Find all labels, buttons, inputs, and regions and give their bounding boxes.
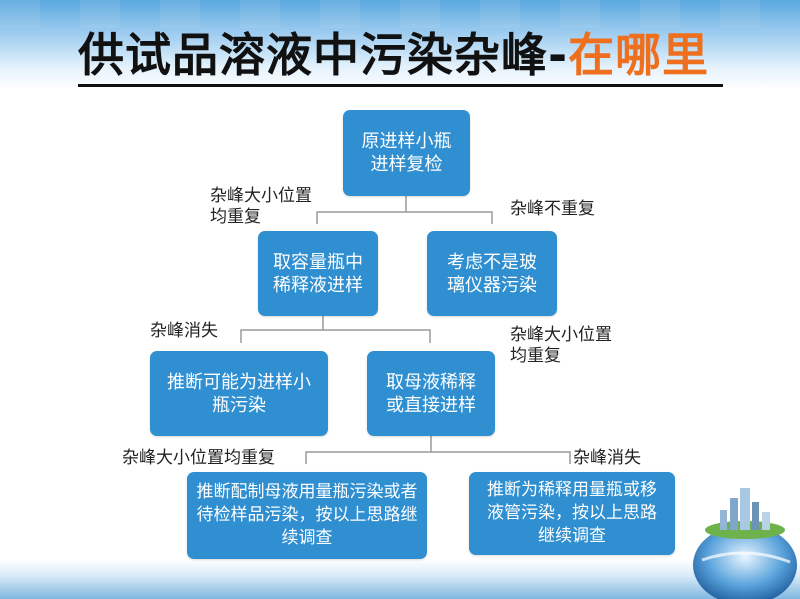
node-flask-contamination: 推断配制母液用量瓶污染或者待检样品污染，按以上思路继续调查 [187, 472, 427, 559]
label-stock-repeat: 杂峰大小位置均重复 [122, 448, 275, 468]
page-title: 供试品溶液中污染杂峰-在哪里 [78, 22, 728, 88]
label-recheck-not-repeat: 杂峰不重复 [510, 199, 595, 219]
node-not-glassware: 考虑不是玻璃仪器污染 [427, 231, 557, 316]
connector-stock [305, 436, 571, 464]
connector-volumetric [240, 316, 431, 343]
title-highlight: 在哪里 [568, 28, 710, 82]
title-dash: - [548, 28, 569, 82]
label-volumetric-gone: 杂峰消失 [150, 321, 218, 341]
footer-gradient-band [0, 559, 800, 599]
title-main: 供试品溶液中污染杂峰 [78, 28, 548, 82]
node-dilution-contamination: 推断为稀释用量瓶或移液管污染，按以上思路继续调查 [469, 472, 675, 555]
node-recheck-vial: 原进样小瓶进样复检 [343, 110, 470, 196]
node-stock-dilution: 取母液稀释或直接进样 [367, 351, 495, 436]
node-volumetric-dilution: 取容量瓶中稀释液进样 [258, 231, 378, 316]
label-volumetric-repeat: 杂峰大小位置均重复 [510, 325, 612, 366]
node-vial-contamination: 推断可能为进样小瓶污染 [150, 351, 328, 436]
title-underline [78, 84, 723, 87]
label-stock-gone: 杂峰消失 [573, 448, 641, 468]
globe-city-illustration [693, 488, 797, 599]
connector-root [316, 196, 493, 224]
label-recheck-repeat: 杂峰大小位置均重复 [210, 186, 312, 227]
header-gradient-band [0, 0, 800, 90]
